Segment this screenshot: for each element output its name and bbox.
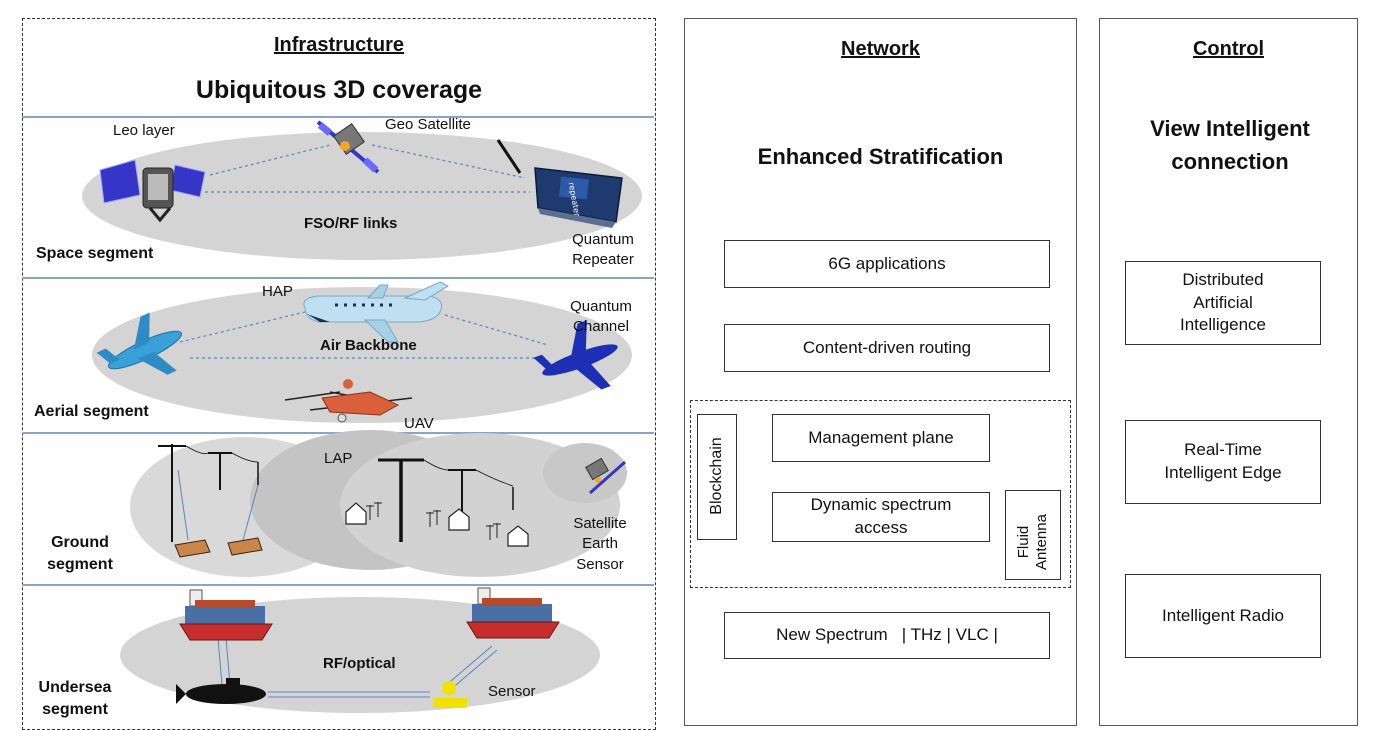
separator-space (22, 116, 654, 118)
infrastructure-heading: Infrastructure (273, 34, 405, 56)
uav-label: UAV (404, 415, 434, 432)
dynamic-spectrum-access-box: Dynamic spectrum access (772, 492, 990, 542)
aerial-ellipse (92, 287, 632, 423)
ship-icon-right (466, 587, 560, 639)
distributed-ai-box: Distributed Artificial Intelligence (1125, 261, 1321, 345)
satellite-earth-sensor-label: Satellite Earth Sensor (573, 515, 627, 573)
content-driven-routing-box: Content-driven routing (724, 324, 1050, 372)
ground-ellipse-small (543, 443, 627, 503)
network-panel (684, 18, 1077, 726)
repeater-device-icon: repeater (496, 139, 623, 228)
ship-icon-left (179, 589, 273, 641)
realtime-intelligent-edge-box: Real-Time Intelligent Edge (1125, 420, 1321, 504)
submarine-icon (176, 678, 266, 704)
hap-plane-icon (303, 281, 450, 343)
ground-segment-label: Ground segment (47, 534, 113, 573)
control-heading: Control (1192, 38, 1265, 60)
mini-tower-icon (366, 502, 501, 540)
quantum-repeater-label: Quantum Repeater (572, 231, 634, 269)
blockchain-box (697, 414, 737, 540)
right-jet-icon (533, 320, 618, 390)
leo-satellite-icon (99, 159, 206, 223)
network-dashed-group (690, 400, 1071, 588)
ground-satellite-icon (585, 457, 626, 495)
infrastructure-subtitle: Ubiquitous 3D coverage (195, 76, 483, 104)
fso-rf-links-label: FSO/RF links (304, 215, 398, 232)
quantum-channel-label: Quantum Channel (570, 298, 632, 336)
aerial-segment-label: Aerial segment (34, 403, 149, 420)
blockchain-label: Blockchain (708, 437, 725, 515)
fluid-antenna-label: Fluid Antenna (1015, 514, 1050, 570)
power-line-icon (158, 444, 514, 542)
leo-layer-label: Leo layer (113, 122, 175, 139)
fluid-antenna-box (1005, 490, 1061, 580)
uav-drone-icon (284, 379, 413, 423)
separator-undersea (22, 584, 654, 586)
hap-label: HAP (262, 283, 293, 300)
space-segment-label: Space segment (36, 245, 154, 262)
air-backbone-label: Air Backbone (320, 337, 417, 354)
control-panel (1099, 18, 1358, 726)
lap-label: LAP (324, 450, 353, 467)
network-title: Enhanced Stratification (757, 144, 1004, 169)
rf-optical-label: RF/optical (323, 655, 396, 672)
undersea-sensor-icon (433, 681, 467, 708)
geo-satellite-label: Geo Satellite (385, 116, 471, 133)
6g-applications-box: 6G applications (724, 240, 1050, 288)
control-title: View Intelligent connection (1150, 116, 1310, 174)
intelligent-radio-box: Intelligent Radio (1125, 574, 1321, 658)
undersea-sensor-label: Sensor (488, 683, 536, 700)
ground-sensor-pad-icon (174, 537, 263, 558)
left-jet-icon (96, 312, 182, 375)
management-plane-box: Management plane (772, 414, 990, 462)
space-ellipse (82, 132, 642, 260)
new-spectrum-box: New Spectrum | THz | VLC | (724, 612, 1050, 659)
undersea-segment-label: Undersea segment (38, 679, 112, 718)
network-heading: Network (841, 38, 920, 60)
house-icon (345, 502, 529, 547)
geo-satellite-icon (316, 120, 380, 174)
separator-aerial (22, 277, 654, 279)
